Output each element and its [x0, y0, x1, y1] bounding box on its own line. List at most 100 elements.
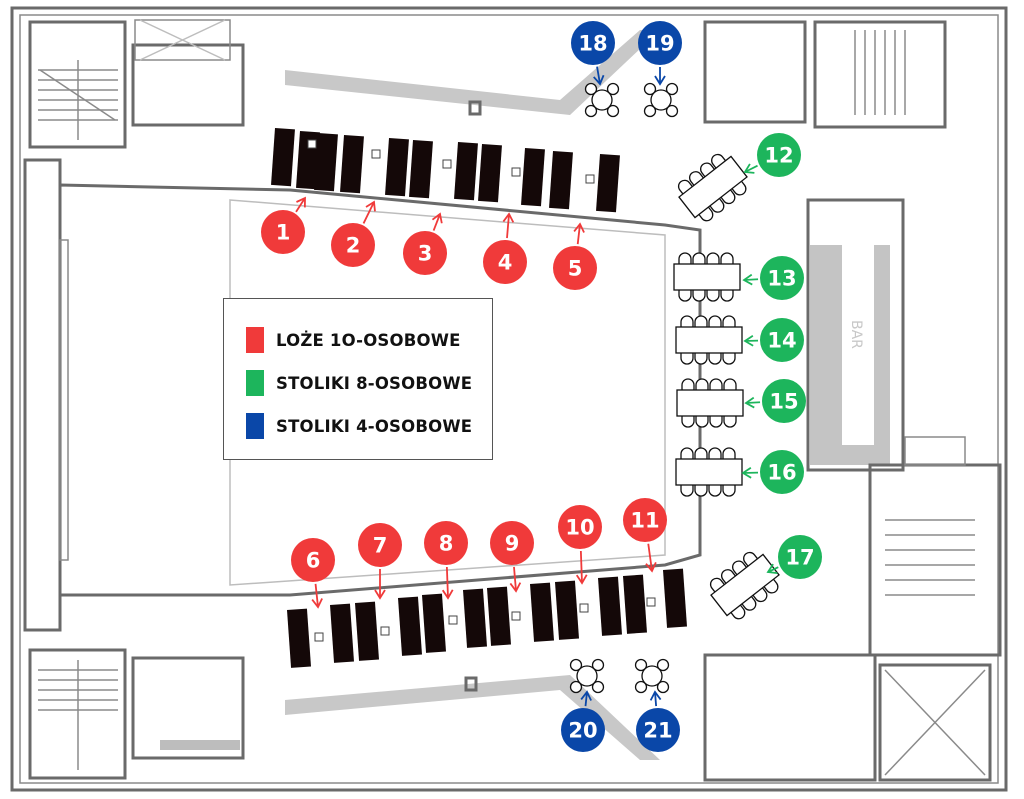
loge-seat-block — [355, 601, 379, 661]
arrow-head — [502, 212, 515, 223]
arrow-head — [766, 563, 778, 575]
tables-4-seat — [569, 82, 679, 694]
table-marker-10[interactable]: 10 — [558, 505, 602, 549]
loge-table-square — [646, 597, 656, 607]
loge-seat-block — [555, 580, 579, 640]
marker-circle — [331, 223, 375, 267]
marker-arrow — [745, 401, 761, 404]
table-4-seat — [569, 658, 605, 694]
arrow-head — [365, 200, 376, 212]
table-marker-6[interactable]: 6 — [291, 538, 335, 582]
marker-circle — [403, 231, 447, 275]
marker-arrow — [596, 66, 601, 85]
loge-seat-block — [521, 148, 545, 207]
marker-circle — [561, 708, 605, 752]
table-marker-13[interactable]: 13 — [760, 256, 804, 300]
loge-seat-block — [385, 138, 409, 197]
marker-arrow — [506, 213, 510, 239]
hall-floor — [58, 183, 702, 597]
table-8-seat — [675, 315, 743, 365]
table-marker-17[interactable]: 17 — [778, 535, 822, 579]
marker-arrow — [445, 566, 449, 599]
restroom-top-left — [131, 43, 245, 127]
loge-table-square — [371, 149, 381, 159]
marker-number: 2 — [346, 234, 361, 258]
table-marker-1[interactable]: 1 — [261, 210, 305, 254]
marker-circle — [636, 708, 680, 752]
legend-label: STOLIKI 8-OSOBOWE — [276, 373, 473, 393]
arrow-head — [509, 582, 522, 593]
loge-seat-block — [596, 154, 620, 213]
loge-seat-block — [314, 133, 338, 192]
loge-table-square — [442, 159, 452, 169]
marker-circle — [762, 379, 806, 423]
table-marker-16[interactable]: 16 — [760, 450, 804, 494]
table-marker-2[interactable]: 2 — [331, 223, 375, 267]
outer-wall — [10, 6, 1008, 792]
arrow-head — [743, 335, 754, 347]
room-top-right-small — [703, 20, 807, 124]
marker-arrow — [432, 213, 441, 231]
table-marker-8[interactable]: 8 — [424, 521, 468, 565]
tables-8-seat — [673, 153, 780, 620]
arrow-head — [645, 562, 657, 573]
marker-arrow — [584, 691, 588, 707]
marker-circle — [760, 256, 804, 300]
marker-arrow — [767, 566, 779, 573]
loge-seat-block — [409, 140, 433, 199]
table-4-seat — [584, 82, 620, 118]
loge-table-square — [511, 611, 521, 621]
marker-circle — [760, 318, 804, 362]
left-stage-wall — [23, 158, 62, 632]
table-8-seat — [709, 551, 780, 620]
ramp-bottom — [285, 675, 660, 760]
marker-number: 11 — [630, 509, 659, 533]
loge-seat-block — [330, 603, 354, 663]
restroom-bottom-left — [131, 656, 245, 760]
marker-arrow — [654, 691, 658, 707]
marker-number: 1 — [276, 221, 291, 245]
arrow-head — [296, 196, 306, 208]
legend-label: STOLIKI 4-OSOBOWE — [276, 416, 473, 436]
table-marker-3[interactable]: 3 — [403, 231, 447, 275]
loge-seat-block — [287, 608, 311, 668]
marker-circle — [623, 498, 667, 542]
marker-number: 14 — [767, 329, 796, 353]
arrow-head — [743, 163, 755, 174]
stairs-bottom-left — [28, 648, 127, 780]
loge-seat-block — [271, 127, 295, 187]
table-8-seat — [677, 153, 748, 222]
table-marker-18[interactable]: 18 — [571, 21, 615, 65]
loge-seat-block — [663, 568, 687, 628]
table-marker-7[interactable]: 7 — [358, 523, 402, 567]
table-marker-9[interactable]: 9 — [490, 521, 534, 565]
marker-arrow — [295, 197, 306, 213]
loge-table-square — [307, 139, 317, 149]
table-marker-15[interactable]: 15 — [762, 379, 806, 423]
table-4-seat — [643, 82, 679, 118]
loge-seat-block — [487, 586, 511, 646]
table-marker-20[interactable]: 20 — [561, 708, 605, 752]
table-4-seat — [634, 658, 670, 694]
arrow-head — [374, 589, 386, 600]
table-8-seat — [673, 252, 741, 302]
legend-item-table8: STOLIKI 8-OSOBOWE — [246, 370, 472, 396]
marker-number: 21 — [643, 719, 672, 743]
marker-circle — [553, 246, 597, 290]
table-marker-21[interactable]: 21 — [636, 708, 680, 752]
table-marker-11[interactable]: 11 — [623, 498, 667, 542]
marker-number: 5 — [568, 257, 583, 281]
arrow-head — [742, 273, 753, 286]
marker-arrow — [513, 566, 517, 592]
legend-swatch-red — [246, 327, 264, 353]
table-marker-19[interactable]: 19 — [638, 21, 682, 65]
arrow-head — [441, 589, 454, 600]
marker-circle — [424, 521, 468, 565]
table-marker-14[interactable]: 14 — [760, 318, 804, 362]
table-marker-5[interactable]: 5 — [553, 246, 597, 290]
table-marker-12[interactable]: 12 — [757, 133, 801, 177]
marker-number: 10 — [565, 516, 594, 540]
marker-number: 7 — [373, 534, 388, 558]
table-marker-4[interactable]: 4 — [483, 240, 527, 284]
marker-circle — [571, 21, 615, 65]
